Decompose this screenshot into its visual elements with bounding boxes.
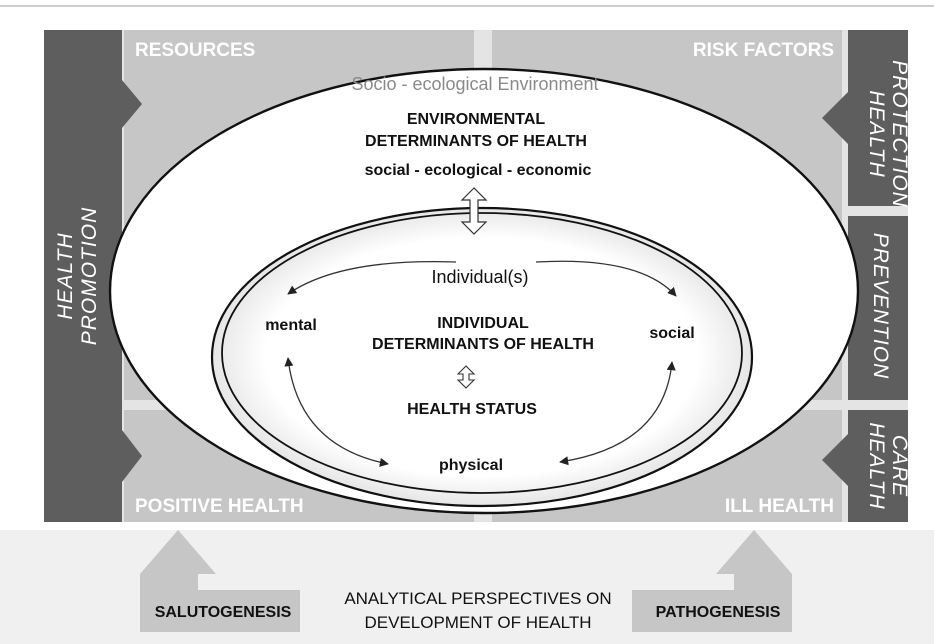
ill-health-label: ILL HEALTH — [725, 496, 834, 517]
health-protection-line2: PROTECTION — [888, 60, 911, 208]
positive-health-label: POSITIVE HEALTH — [135, 496, 304, 517]
salutogenesis-arrow — [140, 530, 300, 632]
analytical-perspectives-line2: DEVELOPMENT OF HEALTH — [364, 613, 591, 632]
health-care-line2: CARE — [888, 435, 911, 497]
individual-heading-line2: DETERMINANTS OF HEALTH — [372, 336, 594, 353]
mental-label: mental — [265, 317, 317, 334]
physical-label: physical — [439, 457, 503, 474]
salutogenesis-label: SALUTOGENESIS — [155, 604, 292, 621]
outer-ellipse-title: Socio - ecological Environment — [351, 74, 598, 94]
pathogenesis-label: PATHOGENESIS — [656, 604, 781, 621]
environment-individual-double-arrow — [460, 187, 488, 235]
arrow-to-social — [535, 260, 677, 297]
resources-label: RESOURCES — [135, 40, 255, 61]
individuals-title: Individual(s) — [431, 267, 528, 287]
determinants-status-double-arrow — [456, 365, 476, 389]
health-care-bar — [822, 410, 908, 522]
health-protection-line1: HEALTH — [865, 90, 888, 177]
health-status-label: HEALTH STATUS — [407, 401, 537, 418]
arrow-mental-physical — [284, 357, 389, 467]
individual-heading-line1: INDIVIDUAL — [437, 315, 529, 332]
prevention-bar — [822, 216, 908, 400]
environmental-heading-line2: DETERMINANTS OF HEALTH — [365, 133, 587, 150]
inner-ellipse-rim — [221, 212, 743, 494]
health-promotion-bar — [44, 30, 142, 522]
health-promotion-line1: HEALTH — [54, 232, 77, 319]
health-promotion-line2: PROMOTION — [78, 207, 101, 346]
arrow-social-physical — [559, 361, 676, 466]
analytical-perspectives-line1: ANALYTICAL PERSPECTIVES ON — [344, 589, 611, 608]
health-protection-bar — [822, 30, 908, 206]
health-care-line1: HEALTH — [865, 422, 888, 509]
risk-factors-label: RISK FACTORS — [693, 40, 834, 61]
pathogenesis-arrow — [632, 530, 792, 632]
environmental-heading-line1: ENVIRONMENTAL — [407, 111, 546, 128]
arrow-to-mental — [287, 260, 457, 295]
prevention-label: PREVENTION — [869, 233, 892, 380]
social-label: social — [649, 325, 694, 342]
environmental-subtitle: social - ecological - economic — [365, 162, 592, 179]
